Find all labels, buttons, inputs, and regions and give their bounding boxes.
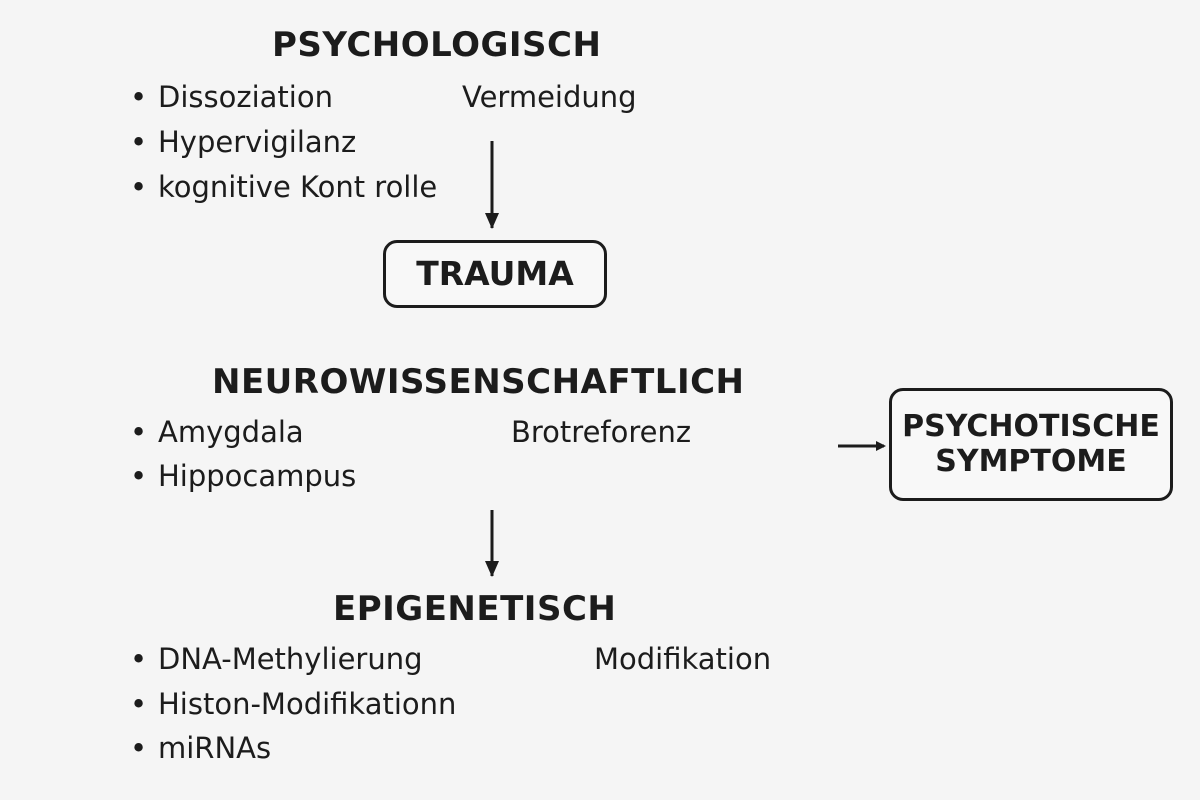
psychotic-symptoms-line1: PSYCHOTISCHE [902, 409, 1160, 444]
list-item: •DNA-Methylierung [130, 642, 423, 676]
bullet-icon: • [130, 642, 148, 676]
psychotic-symptoms-box: PSYCHOTISCHE SYMPTOME [889, 388, 1173, 501]
bullet-icon: • [130, 170, 148, 204]
list-item: •Hypervigilanz [130, 125, 357, 159]
epigenetic-heading: EPIGENETISCH [333, 589, 617, 629]
psychotic-symptoms-line2: SYMPTOME [935, 443, 1127, 479]
bullet-icon: • [130, 459, 148, 493]
list-item: •Hippocampus [130, 459, 357, 493]
bullet-icon: • [130, 415, 148, 449]
side-label: Brotreforenz [511, 415, 692, 449]
bullet-icon: • [130, 731, 148, 765]
list-item: •miRNAs [130, 731, 272, 765]
bullet-icon: • [130, 125, 148, 159]
bullet-icon: • [130, 80, 148, 114]
bullet-icon: • [130, 687, 148, 721]
list-item: •Histon-Modifikationn [130, 687, 457, 721]
psychological-heading: PSYCHOLOGISCH [272, 25, 602, 65]
list-item: •Amygdala [130, 415, 304, 449]
side-label: Modifikation [594, 642, 772, 676]
neuroscience-heading: NEUROWISSENSCHAFTLICH [212, 362, 745, 402]
list-item: •kognitive Kont rolle [130, 170, 438, 204]
side-label: Vermeidung [462, 80, 637, 114]
list-item: •Dissoziation [130, 80, 333, 114]
trauma-box: TRAUMA [383, 240, 607, 308]
